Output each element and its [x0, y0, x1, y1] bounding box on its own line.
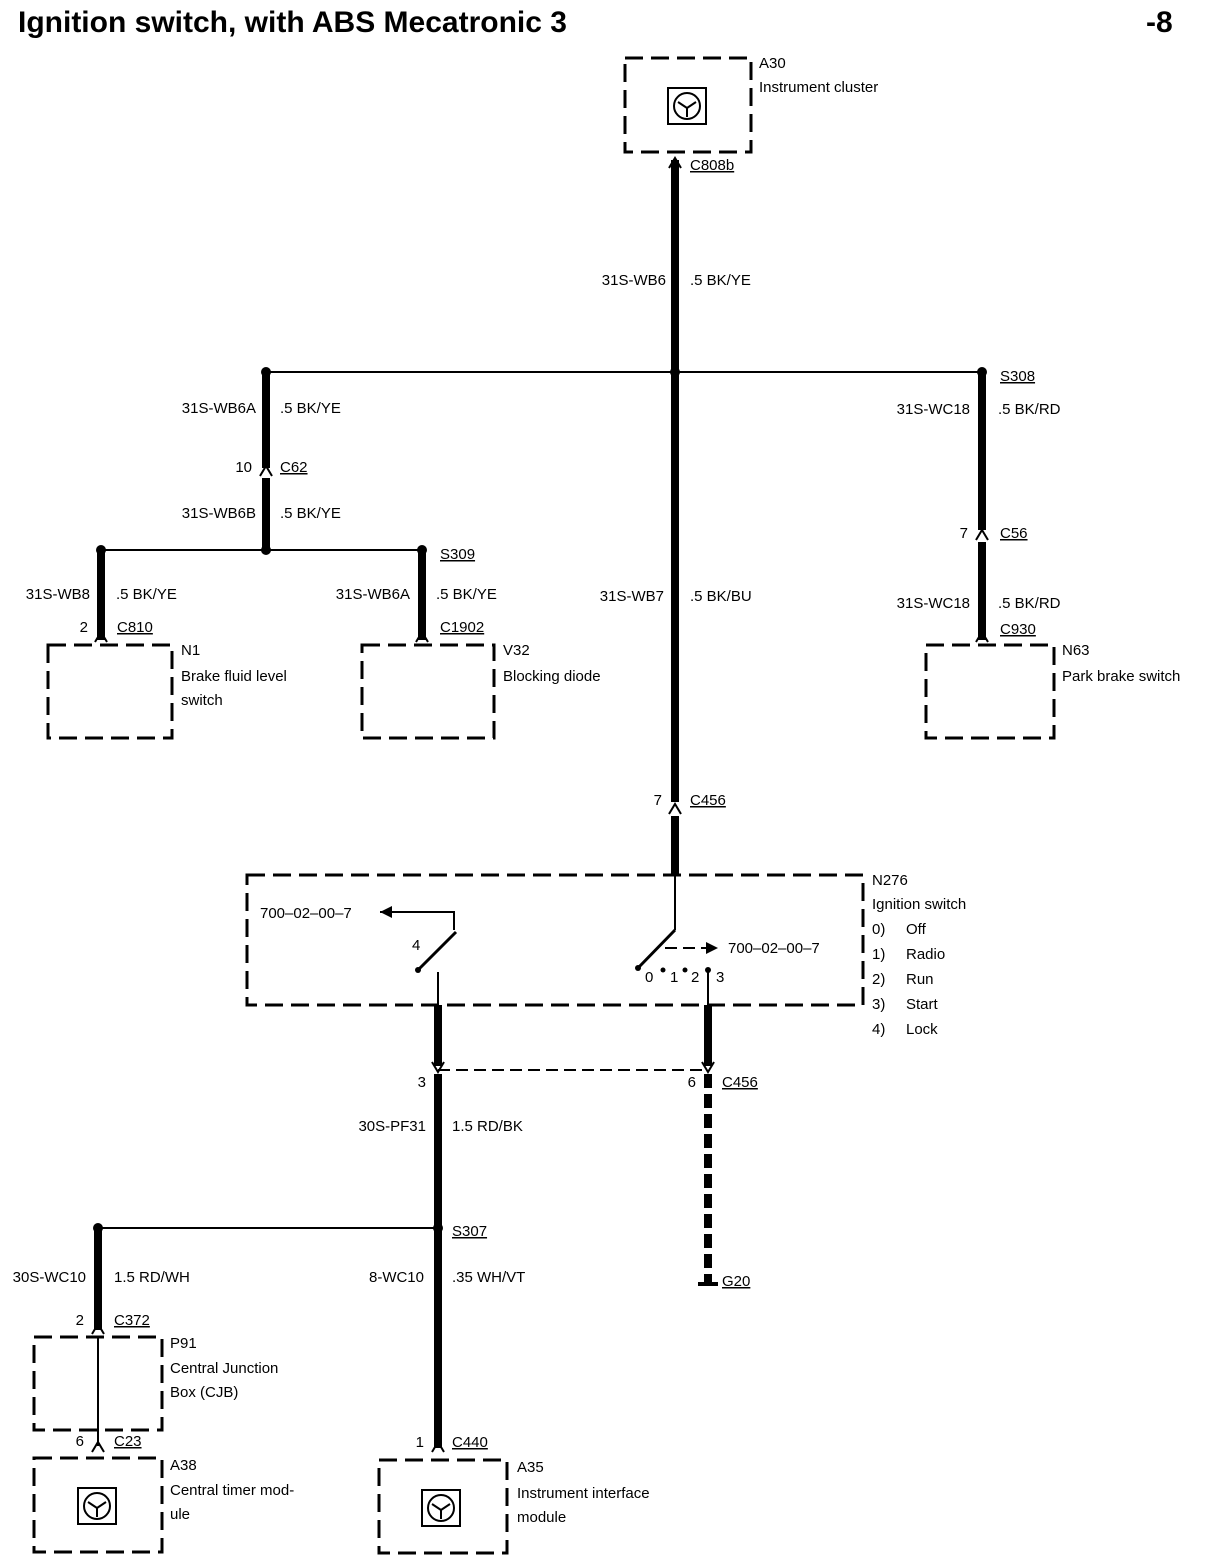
component-id: N276	[872, 872, 908, 889]
component-name: Blocking diode	[503, 668, 601, 685]
connector-c23: C23	[114, 1433, 142, 1450]
wire-circuit-label: 30S-WC10	[13, 1269, 86, 1286]
component-name: module	[517, 1509, 566, 1526]
component-name: Instrument interface	[517, 1485, 650, 1502]
connector-c1902: C1902	[440, 619, 484, 636]
switch-position: 1	[670, 969, 678, 986]
component-name: Instrument cluster	[759, 79, 878, 96]
wire-spec-label: .5 BK/RD	[998, 401, 1061, 418]
component-v32[interactable]: V32 Blocking diode	[360, 642, 601, 740]
module-icon	[421, 1489, 461, 1527]
legend-num: 1)	[872, 946, 885, 963]
wire-spec-label: .5 BK/RD	[998, 595, 1061, 612]
connector-c810: C810	[117, 619, 153, 636]
wire-circuit-label: 31S-WB6A	[336, 586, 410, 603]
wire-circuit-label: 31S-WB6	[602, 272, 666, 289]
connector-c440: C440	[452, 1434, 488, 1451]
component-id: A30	[759, 55, 786, 72]
legend-label: Radio	[906, 946, 945, 963]
component-name: Park brake switch	[1062, 668, 1180, 685]
page-title: Ignition switch, with ABS Mecatronic 3	[18, 6, 567, 39]
module-icon	[77, 1487, 117, 1525]
wire-circuit-label: 31S-WB8	[26, 586, 90, 603]
component-id: N1	[181, 642, 200, 659]
component-id: A38	[170, 1457, 197, 1474]
wire-circuit-label: 31S-WC18	[897, 595, 970, 612]
wire-circuit-label: 31S-WB7	[600, 588, 664, 605]
legend-label: Start	[906, 996, 939, 1013]
splice-label: S307	[452, 1223, 487, 1240]
component-id: A35	[517, 1459, 544, 1476]
legend-label: Run	[906, 971, 934, 988]
wire-spec-label: .35 WH/VT	[452, 1269, 525, 1286]
wire-spec-label: 1.5 RD/BK	[452, 1118, 523, 1135]
connector-c456-top: C456	[690, 792, 726, 809]
component-id: V32	[503, 642, 530, 659]
component-name: Box (CJB)	[170, 1384, 238, 1401]
wire-spec-label: .5 BK/BU	[690, 588, 752, 605]
component-id: N63	[1062, 642, 1090, 659]
connector-c930: C930	[1000, 621, 1036, 638]
connector-c56: C56	[1000, 525, 1028, 542]
switch-position: 2	[691, 969, 699, 986]
component-name: Central Junction	[170, 1360, 278, 1377]
component-name: Ignition switch	[872, 896, 966, 913]
legend-num: 2)	[872, 971, 885, 988]
wire-spec-label: .5 BK/YE	[280, 505, 341, 522]
connector-c808b: C808b	[690, 157, 734, 174]
connector-c372: C372	[114, 1312, 150, 1329]
connector-pin: 3	[418, 1074, 426, 1091]
wire-spec-label: .5 BK/YE	[116, 586, 177, 603]
switch-position: 3	[716, 969, 724, 986]
legend-num: 3)	[872, 996, 885, 1013]
connector-pin: 2	[76, 1312, 84, 1329]
connector-pin: 7	[654, 792, 662, 809]
page-reference: -8	[1146, 6, 1173, 39]
connector-pin: 6	[688, 1074, 696, 1091]
switch-ref-right: 700–02–00–7	[728, 940, 820, 957]
wire-circuit-label: 31S-WC18	[897, 401, 970, 418]
ignition-legend: 0) Off 1) Radio 2) Run 3) Start 4) Lock	[872, 921, 945, 1038]
ground-g20: G20	[722, 1273, 750, 1290]
splice-label: S308	[1000, 368, 1035, 385]
component-name: Central timer mod-	[170, 1482, 294, 1499]
wire-circuit-label: 30S-PF31	[358, 1118, 426, 1135]
component-n1[interactable]: N1 Brake fluid level switch	[46, 642, 287, 740]
component-id: P91	[170, 1335, 197, 1352]
wire-spec-label: .5 BK/YE	[690, 272, 751, 289]
component-name: Brake fluid level	[181, 668, 287, 685]
module-icon	[667, 87, 707, 125]
component-n276[interactable]: N276 Ignition switch 700–02–00–7 4 700–0…	[245, 872, 966, 1007]
connector-pin: 1	[416, 1434, 424, 1451]
wire-circuit-label: 31S-WB6A	[182, 400, 256, 417]
legend-num: 4)	[872, 1021, 885, 1038]
legend-num: 0)	[872, 921, 885, 938]
wire-circuit-label: 31S-WB6B	[182, 505, 256, 522]
switch-pin: 4	[412, 937, 420, 954]
wire-spec-label: 1.5 RD/WH	[114, 1269, 190, 1286]
connector-c456-bottom: C456	[722, 1074, 758, 1091]
component-name: switch	[181, 692, 223, 709]
component-name: ule	[170, 1506, 190, 1523]
connector-pin: 10	[235, 459, 252, 476]
connector-c62: C62	[280, 459, 308, 476]
wire-circuit-label: 8-WC10	[369, 1269, 424, 1286]
component-n63[interactable]: N63 Park brake switch	[924, 642, 1180, 740]
connector-pin: 2	[80, 619, 88, 636]
legend-label: Off	[906, 921, 927, 938]
connector-pin: 7	[960, 525, 968, 542]
switch-position: 0	[645, 969, 653, 986]
component-a38[interactable]: A38 Central timer mod- ule	[32, 1456, 294, 1554]
switch-ref-left: 700–02–00–7	[260, 905, 352, 922]
legend-label: Lock	[906, 1021, 938, 1038]
component-p91[interactable]: P91 Central Junction Box (CJB)	[32, 1335, 278, 1432]
splice-label: S309	[440, 546, 475, 563]
wire-spec-label: .5 BK/YE	[436, 586, 497, 603]
wire-spec-label: .5 BK/YE	[280, 400, 341, 417]
connector-pin: 6	[76, 1433, 84, 1450]
component-a35[interactable]: A35 Instrument interface module	[377, 1458, 650, 1555]
component-a30[interactable]: A30 Instrument cluster	[623, 55, 878, 154]
